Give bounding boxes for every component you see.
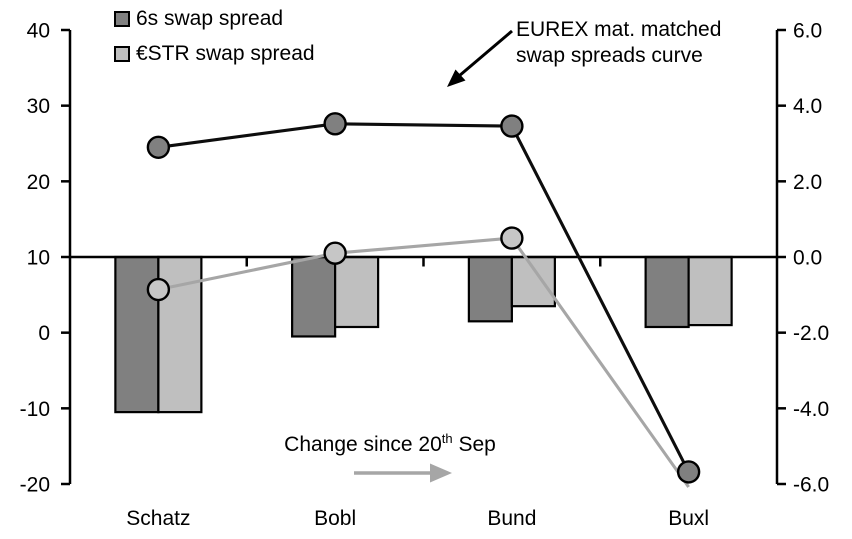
legend-swatch-estr-icon — [114, 46, 130, 62]
change-since-superscript: th — [441, 431, 453, 446]
right-axis-tick-label: -4.0 — [793, 398, 829, 421]
legend-swatch-6s-icon — [114, 11, 130, 27]
legend-label-estr: €STR swap spread — [136, 42, 315, 65]
left-axis-tick-label: -10 — [20, 398, 50, 421]
right-axis-tick-label: 6.0 — [793, 20, 822, 43]
legend-label-6s: 6s swap spread — [136, 7, 284, 30]
bar-estr-bobl — [334, 255, 380, 329]
category-label: Buxl — [668, 507, 709, 530]
category-label: Schatz — [126, 507, 190, 530]
change-arrow-head-icon — [430, 463, 452, 483]
bar-6s-bund — [467, 255, 513, 323]
marker-estr-bobl — [323, 241, 347, 265]
bar-estr-bund — [510, 255, 556, 308]
left-axis-tick-label: 0 — [38, 322, 50, 345]
marker-6s-buxl — [676, 460, 701, 484]
left-axis-tick-label: 30 — [27, 95, 50, 118]
eurex-arrow-head-icon — [447, 69, 466, 87]
right-axis-tick-label: 0.0 — [793, 247, 822, 270]
category-label: Bobl — [314, 507, 356, 530]
eurex-curve-annotation: EUREX mat. matched swap spreads curve — [516, 17, 721, 69]
legend: 6s swap spread €STR swap spread — [114, 7, 315, 66]
eurex-arrow — [458, 29, 513, 78]
change-since-text: Change since 20 — [284, 433, 442, 456]
change-since-annotation: Change since 20th Sep — [275, 431, 505, 457]
bar-6s-bobl — [291, 255, 337, 338]
right-axis-tick-label: -6.0 — [793, 474, 829, 497]
right-axis-tick-label: 2.0 — [793, 171, 822, 194]
left-axis-tick-label: 10 — [27, 247, 50, 270]
bar-estr-buxl — [687, 255, 733, 327]
change-since-suffix: Sep — [452, 433, 496, 456]
eurex-curve-annotation-line1: EUREX mat. matched — [516, 18, 722, 41]
marker-estr-bund — [500, 226, 524, 250]
bar-6s-buxl — [644, 255, 690, 329]
eurex-curve-annotation-line2: swap spreads curve — [516, 44, 703, 67]
legend-item-6s: 6s swap spread — [114, 7, 315, 31]
marker-6s-bobl — [323, 112, 347, 136]
line-estr — [158, 236, 690, 488]
category-label: Bund — [487, 507, 536, 530]
line-6s — [158, 122, 691, 473]
left-axis-tick-label: 40 — [27, 20, 50, 43]
right-axis-tick-label: 4.0 — [793, 95, 822, 118]
marker-6s-schatz — [146, 135, 171, 159]
right-axis-tick-label: -2.0 — [793, 322, 829, 345]
left-axis-tick-label: 20 — [27, 171, 50, 194]
legend-item-estr: €STR swap spread — [114, 42, 315, 66]
marker-estr-schatz — [146, 277, 171, 302]
left-axis-tick-label: -20 — [20, 474, 50, 497]
marker-6s-bund — [500, 114, 524, 138]
